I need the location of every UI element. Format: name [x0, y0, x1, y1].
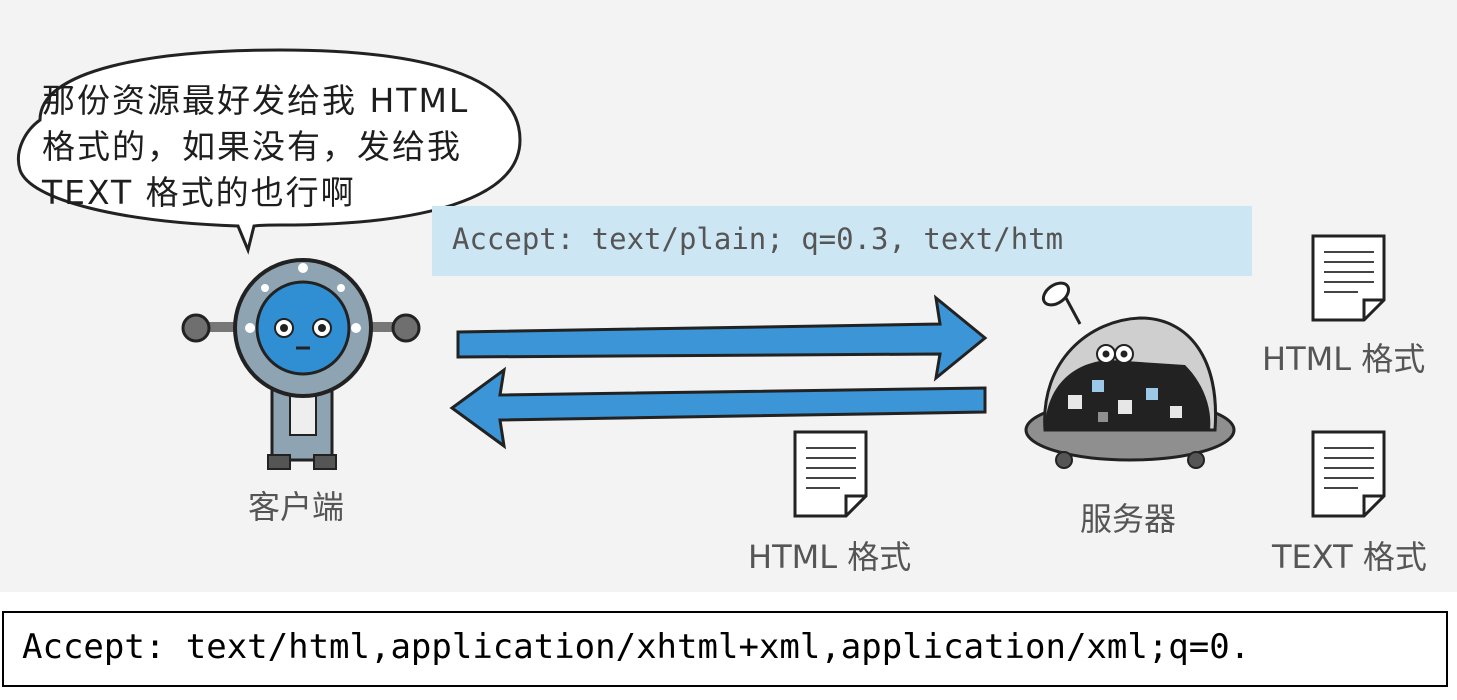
client-robot-icon	[181, 258, 421, 470]
diagram-drawing	[17, 48, 1386, 518]
server-robot-icon	[1024, 281, 1236, 469]
diagram-illustration: 那份资源最好发给我 HTML 格式的，如果没有，发给我 TEXT 格式的也行啊 …	[0, 0, 1457, 592]
speech-line-2: 格式的，如果没有，发给我	[42, 127, 462, 166]
speech-bubble-text: 那份资源最好发给我 HTML 格式的，如果没有，发给我 TEXT 格式的也行啊	[42, 78, 502, 216]
accept-header-code-box: Accept: text/html,application/xhtml+xml,…	[2, 611, 1448, 687]
speech-line-3: TEXT 格式的也行啊	[42, 173, 356, 212]
response-document-icon	[793, 430, 868, 518]
server-text-document-icon	[1311, 430, 1386, 518]
client-label: 客户端	[248, 488, 345, 526]
server-doc-html-label: HTML 格式	[1262, 340, 1426, 378]
response-arrow	[449, 366, 987, 450]
server-html-document-icon	[1311, 234, 1386, 322]
speech-bubble	[17, 48, 522, 255]
request-arrow	[456, 294, 988, 382]
accept-header-code: Accept: text/html,application/xhtml+xml,…	[22, 627, 1251, 667]
server-doc-text-label: TEXT 格式	[1272, 538, 1427, 576]
request-header-band: Accept: text/plain; q=0.3, text/htm	[432, 206, 1252, 276]
response-doc-label: HTML 格式	[748, 538, 912, 576]
request-header-text: Accept: text/plain; q=0.3, text/htm	[452, 222, 1064, 256]
server-label: 服务器	[1080, 500, 1177, 538]
speech-line-1: 那份资源最好发给我 HTML	[42, 81, 470, 120]
